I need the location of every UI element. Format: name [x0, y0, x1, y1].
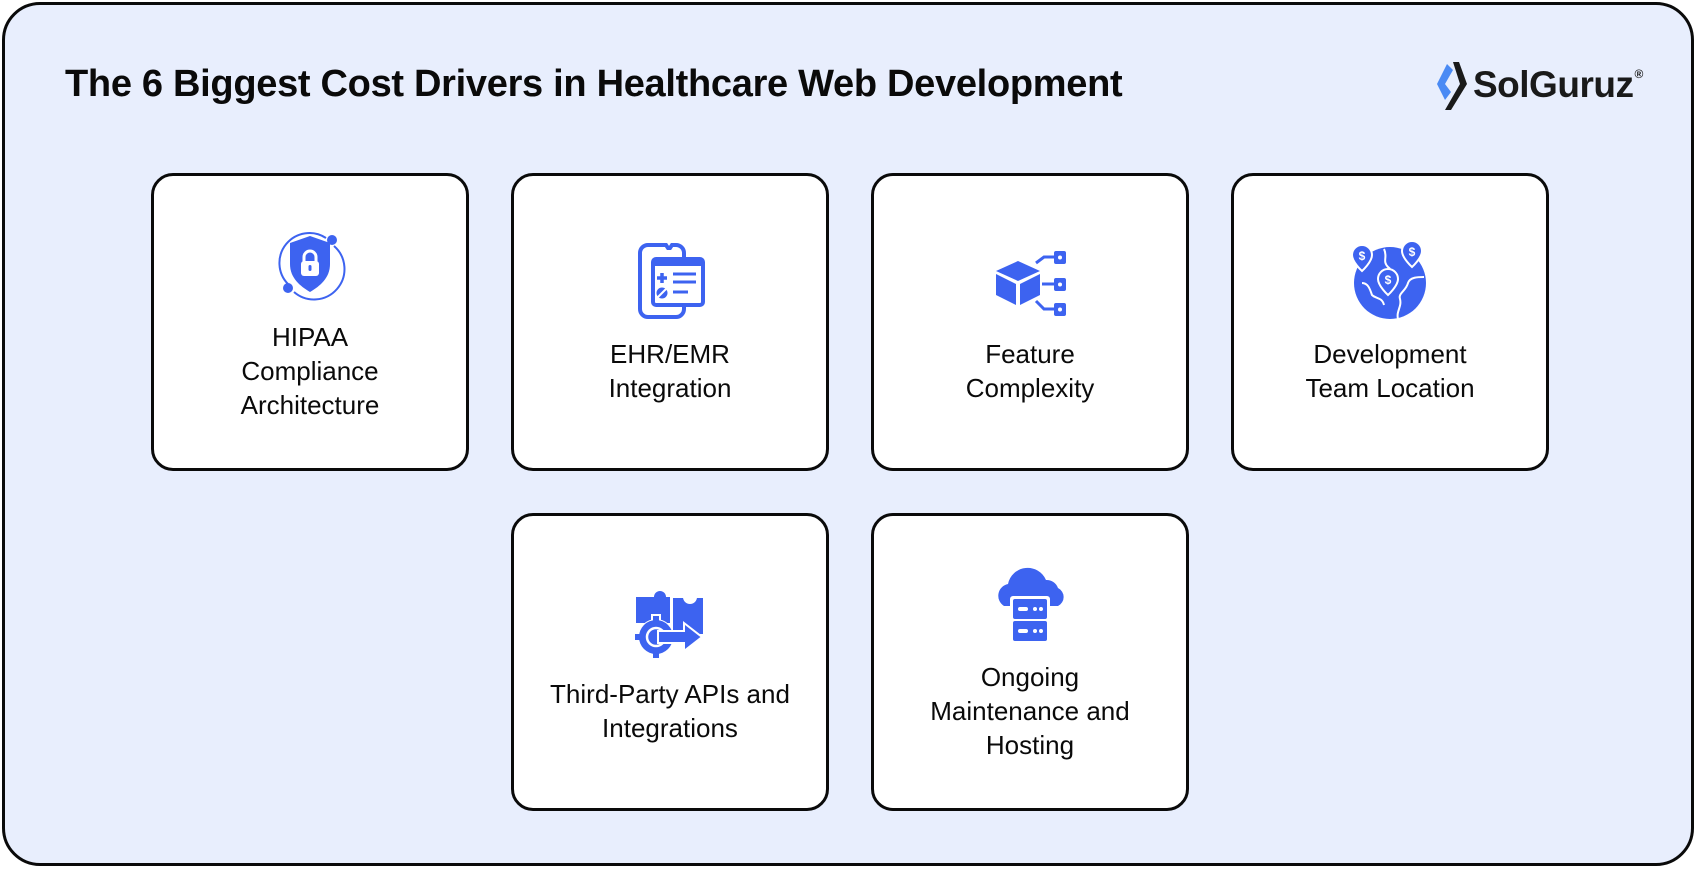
solguruz-logo: SolGuruz ®: [1433, 57, 1643, 113]
card-hipaa-compliance: HIPAA Compliance Architecture: [151, 173, 469, 471]
card-label: Third-Party APIs and Integrations: [550, 679, 790, 743]
svg-text:$: $: [1385, 273, 1392, 287]
card-ongoing-maintenance-hosting: Ongoing Maintenance and Hosting: [871, 513, 1189, 811]
shield-lock-icon: [278, 232, 346, 301]
card-label: EHR/EMR Integration: [608, 339, 732, 403]
svg-text:$: $: [1409, 245, 1416, 259]
cube-network-icon: [996, 251, 1066, 316]
card-ehr-emr-integration: EHR/EMR Integration: [511, 173, 829, 471]
card-development-team-location: $ $ $ Development Team Location: [1231, 173, 1549, 471]
card-feature-complexity: Feature Complexity: [871, 173, 1189, 471]
card-label: Development Team Location: [1305, 339, 1475, 403]
registered-mark: ®: [1634, 67, 1644, 81]
cloud-server-icon: [998, 567, 1064, 644]
svg-text:$: $: [1359, 249, 1366, 263]
puzzle-gear-arrow-icon: [633, 591, 705, 660]
card-label: HIPAA Compliance Architecture: [240, 322, 380, 420]
medical-record-icon: [638, 243, 705, 319]
logo-text: SolGuruz: [1473, 64, 1634, 105]
globe-dollar-pins-icon: $ $ $: [1350, 239, 1426, 320]
card-third-party-apis: Third-Party APIs and Integrations: [511, 513, 829, 811]
card-label: Feature Complexity: [965, 339, 1095, 403]
card-label: Ongoing Maintenance and Hosting: [930, 662, 1130, 760]
solguruz-logo-icon: [1437, 62, 1467, 110]
page-title: The 6 Biggest Cost Drivers in Healthcare…: [65, 63, 1123, 105]
